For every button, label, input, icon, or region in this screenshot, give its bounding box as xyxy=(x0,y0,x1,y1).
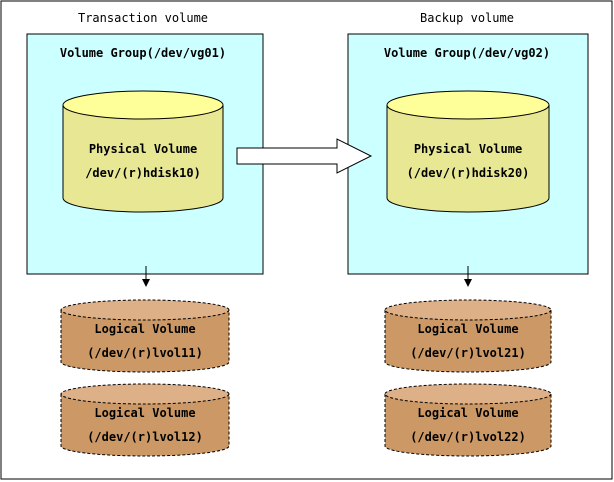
logical-volume-path: (/dev/(r)lvol21) xyxy=(410,346,526,360)
transaction-title: Transaction volume xyxy=(78,11,208,25)
copy-arrow xyxy=(236,138,373,174)
volume-group-label-transaction: Volume Group(/dev/vg01) xyxy=(60,46,226,60)
physical-volume-label-backup: Physical Volume xyxy=(414,142,522,156)
physical-volume-cylinder-transaction: Physical Volume /dev/(r)hdisk10) xyxy=(62,90,224,213)
backup-title: Backup volume xyxy=(420,11,514,25)
logical-volume-path: (/dev/(r)lvol22) xyxy=(410,430,526,444)
physical-volume-cylinder-backup: Physical Volume (/dev/(r)hdisk20) xyxy=(386,90,550,213)
logical-volume-path: (/dev/(r)lvol12) xyxy=(87,430,203,444)
physical-volume-path-transaction: /dev/(r)hdisk10) xyxy=(85,166,201,180)
logical-volume-label: Logical Volume xyxy=(94,322,195,336)
logical-volume-label: Logical Volume xyxy=(417,322,518,336)
logical-volume-cylinder-backup-2: Logical Volume (/dev/(r)lvol22) xyxy=(384,383,552,457)
logical-volume-cylinder-transaction-1: Logical Volume (/dev/(r)lvol11) xyxy=(60,299,230,373)
logical-volume-label: Logical Volume xyxy=(417,406,518,420)
logical-volume-label: Logical Volume xyxy=(94,406,195,420)
logical-volume-cylinder-transaction-2: Logical Volume (/dev/(r)lvol12) xyxy=(60,383,230,457)
down-arrow-transaction xyxy=(142,266,150,287)
physical-volume-label-transaction: Physical Volume xyxy=(89,142,197,156)
down-arrow-backup xyxy=(464,266,472,287)
volume-group-label-backup: Volume Group(/dev/vg02) xyxy=(384,46,550,60)
logical-volume-path: (/dev/(r)lvol11) xyxy=(87,346,203,360)
logical-volume-cylinder-backup-1: Logical Volume (/dev/(r)lvol21) xyxy=(384,299,552,373)
physical-volume-path-backup: (/dev/(r)hdisk20) xyxy=(407,166,530,180)
